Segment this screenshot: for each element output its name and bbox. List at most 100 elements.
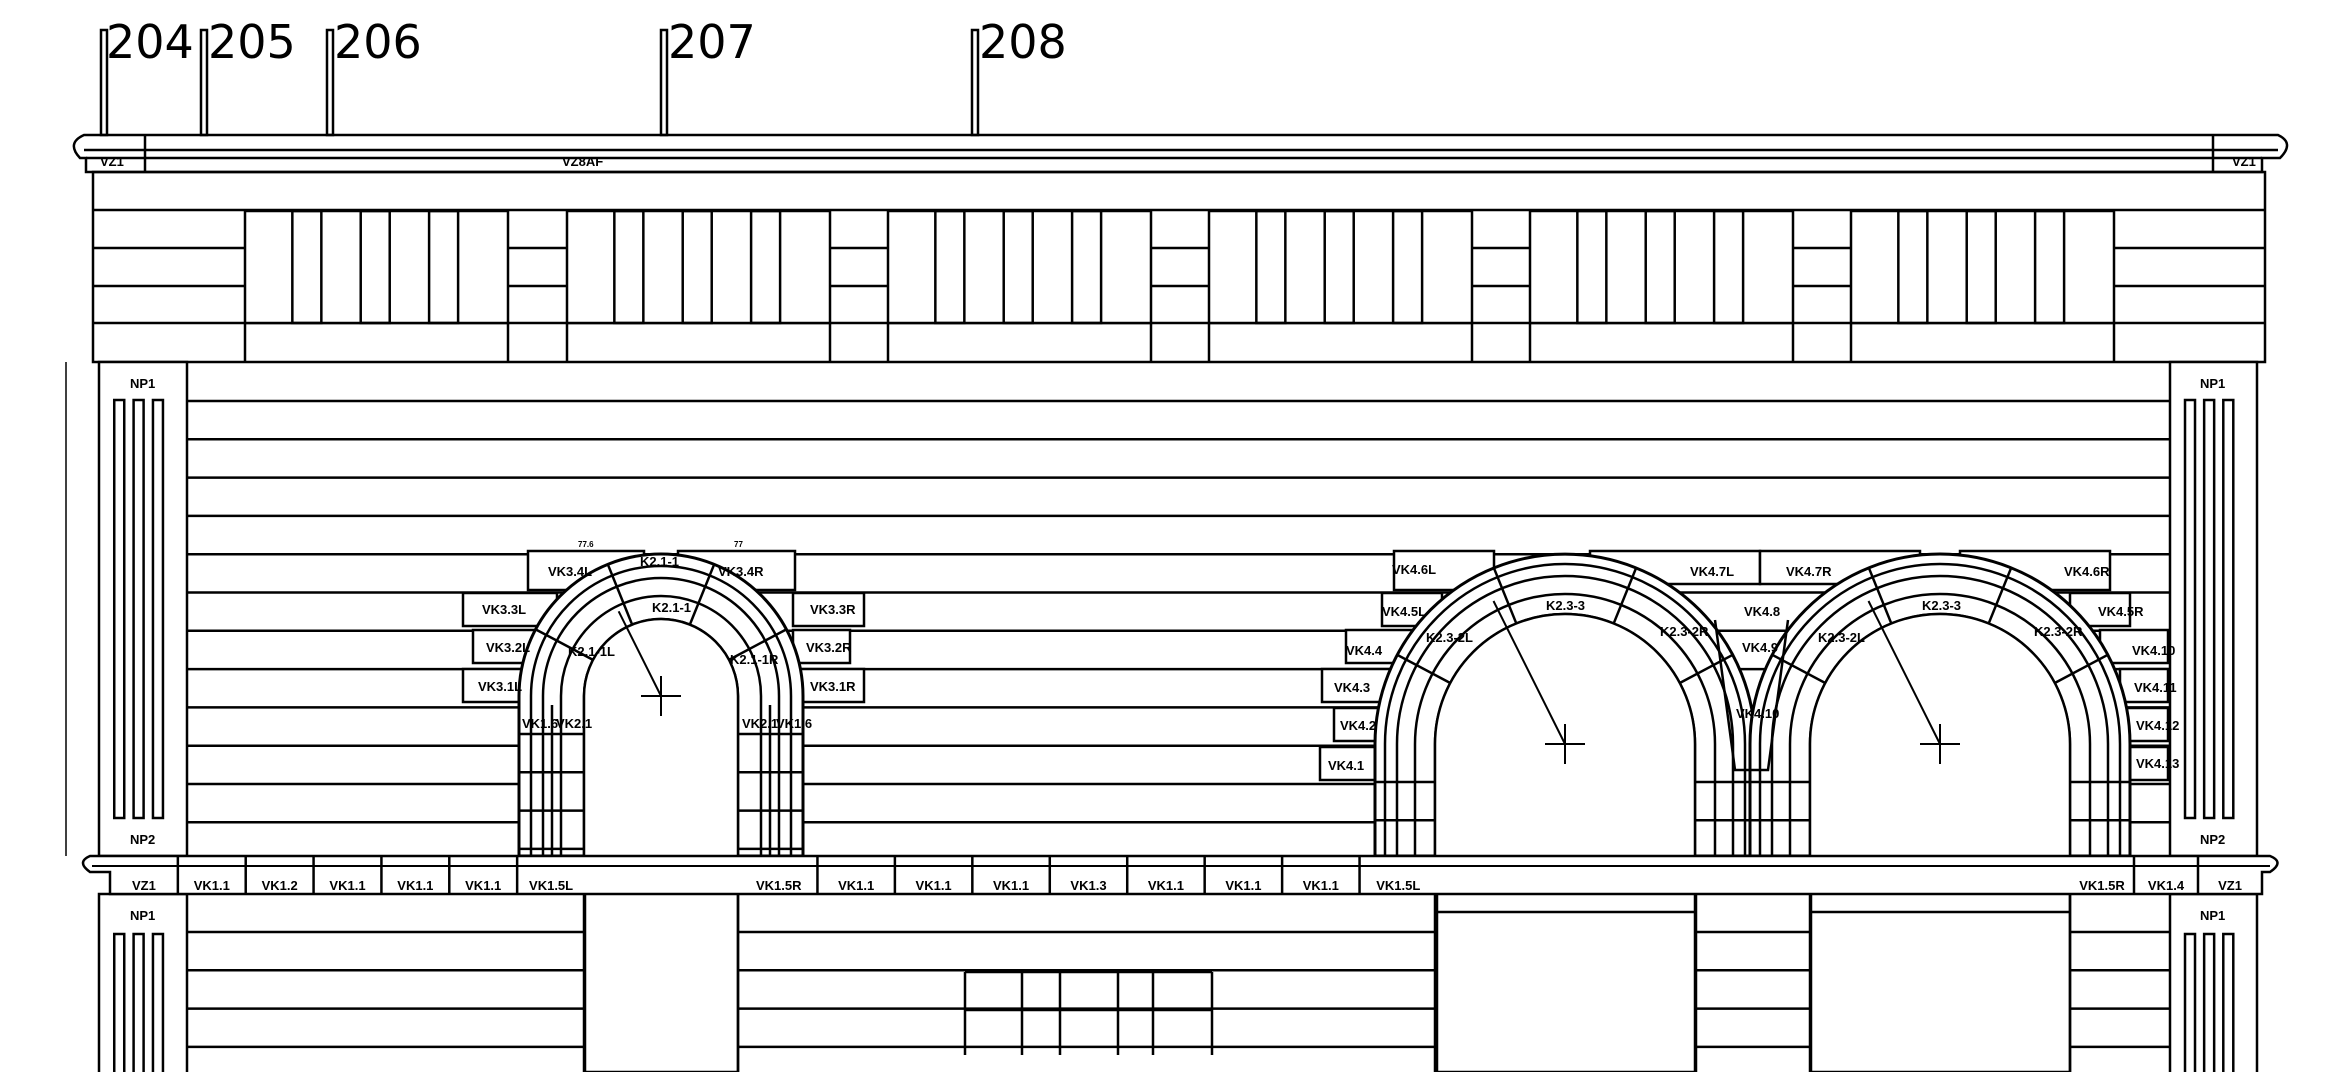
triglyph [1255,209,1287,325]
base-block-label: VK1.1 [1225,878,1261,893]
frieze-panel [1207,209,1474,325]
grid-marker-leader [659,28,669,137]
arch2-block-label: VK4.5L [1382,604,1426,619]
base-block-label: VK1.1 [397,878,433,893]
pilaster-flute [2202,398,2216,820]
pilaster-flute [2202,932,2216,1072]
triglyph [291,209,323,325]
base-block-label: VK1.1 [993,878,1029,893]
arch2-radius-line [1492,600,1566,745]
base-block-label: VK1.4 [2148,878,2185,893]
triglyph [1712,209,1745,325]
arch1-ring [559,594,763,856]
pilaster-flute [2222,932,2235,1072]
arch1-right-springer-label: K2.1-1R [730,652,779,667]
jamb-label: VK1.6 [522,716,558,731]
arch2-block-label: VK4.7L [1690,564,1734,579]
triglyph [1002,209,1034,325]
arch3-radius-line [1867,600,1941,745]
arch1-block-label: VK3.1R [810,679,856,694]
arch3-voussoir-joint [1987,567,2013,624]
valley-block [1713,619,1790,772]
arch3-voussoir-joint [1771,653,1826,685]
arch1-radius-line [617,610,662,697]
arch3-block-label: VK4.6R [2064,564,2110,579]
arch1-block-label: VK3.2L [486,640,530,655]
grid-marker-leader [970,28,980,137]
triglyph [1644,209,1676,325]
grid-marker-207: 207 [668,15,756,69]
pilaster-flute [151,932,165,1072]
base-block-label: VK1.1 [1148,878,1184,893]
pilaster-flute [2183,398,2197,820]
base-block-label: VK1.1 [1303,878,1339,893]
triglyph [681,209,713,325]
arch3-block-label: VK4.5R [2098,604,2144,619]
arch3-voussoir-joint [2054,653,2109,685]
triglyph [427,209,460,325]
grid-marker-204: 204 [106,15,194,69]
arch1-voussoir-joint [535,628,594,661]
arch2-block-label: VK4.10 [1736,706,1779,721]
arch2-block-label: VK4.7R [1786,564,1832,579]
arch1-voussoir-joint [606,563,634,626]
arch2-ring [1413,592,1717,856]
arch2-block-label: VK4.2 [1340,718,1376,733]
arch3-keystone-label: K2.3-3 [1922,598,1961,613]
arch2-voussoir-joint [1492,567,1518,624]
grid-marker-leader [199,28,209,137]
arch2-opening [1433,612,1697,1072]
arch1-block-label: VK3.4R [718,564,764,579]
pilaster-flute [132,398,145,820]
pilaster-label-left-top: NP1 [130,376,155,391]
arch1-dimension: 77 [734,540,743,549]
arch1-ring [541,576,781,856]
frieze-panel [1528,209,1795,325]
pilaster-flute [2183,932,2197,1072]
base-block-label: VK1.1 [329,878,365,893]
arch2-block-label: VK4.4 [1346,643,1383,658]
pilaster-label-lower-left: NP1 [130,908,155,923]
arch3-voussoir-joint [1867,567,1893,624]
pilaster-flute [112,398,126,820]
arch3-left-springer-label: K2.3-2L [1818,630,1865,645]
arch3-block-label: VK4.11 [2134,680,2177,695]
base-block-label: VK1.1 [194,878,230,893]
frieze-panel [565,209,832,325]
base-block-label: VK1.5R [756,878,802,893]
triglyph [749,209,782,325]
cornice-label-center: VZ8AF [562,154,603,169]
arch2-voussoir-joint [1396,653,1451,685]
arch1-block-label: VK3.3L [482,602,526,617]
jamb-label: VK2.1 [556,716,592,731]
arch-side-block [2098,628,2170,665]
arch1-block-label: VK3.3R [810,602,856,617]
base-block-label: VZ1 [132,878,156,893]
arch3-right-springer-label: K2.3-2R [2034,624,2083,639]
arch3-ring [1758,562,2122,856]
pilaster-flute [2222,398,2235,820]
arch3-block-label: VK4.13 [2136,756,2179,771]
arch1-keystone-label: K2.1-1 [640,554,679,569]
arch3-block-label: VK4.12 [2136,718,2179,733]
arch2-block-label: VK4.9 [1742,640,1778,655]
frieze-panel [1849,209,2116,325]
grid-marker-leader [325,28,335,137]
base-block-label: VK1.1 [916,878,952,893]
grid-marker-208: 208 [979,15,1067,69]
arch1-ring [529,564,793,856]
grid-marker-206: 206 [334,15,422,69]
base-block-label: VK1.1 [838,878,874,893]
base-block-label: VK1.5L [529,878,573,893]
arch2-left-springer-label: K2.3-2L [1426,630,1473,645]
triglyph [2033,209,2066,325]
triglyph [1576,209,1608,325]
frieze [91,170,2267,364]
triglyph [613,209,645,325]
cornice-label-left: VZ1 [100,154,124,169]
cornice-label-right: VZ1 [2232,154,2256,169]
arch1-block-label: VK3.1L [478,679,522,694]
triglyph [1323,209,1355,325]
pilaster-flute [132,932,145,1072]
